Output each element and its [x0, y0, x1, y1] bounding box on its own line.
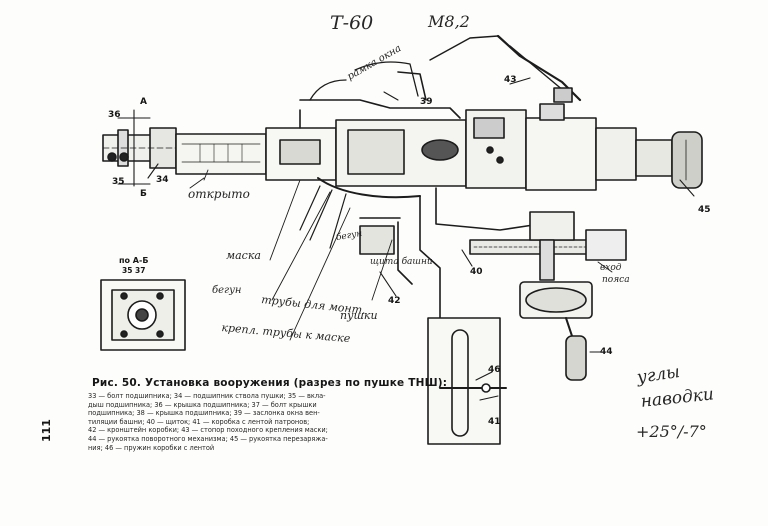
traveling-lock-strut: [429, 34, 582, 103]
cushion-note-1: вход: [600, 263, 622, 273]
legend-line: 42 — кронштейн коробки; 43 — стопор похо…: [88, 426, 328, 435]
model-handwriting: Т-60: [330, 12, 374, 34]
section-view-a-b: [100, 279, 186, 351]
gun-breech: [335, 103, 703, 191]
callout-35: 35: [112, 177, 125, 187]
figure-legend: 33 — болт подшипника; 34 — подшипник ств…: [88, 392, 408, 452]
legend-line: тиляции башни; 40 — щиток; 41 — коробка …: [88, 417, 310, 426]
turret-armor: [299, 61, 461, 249]
legend-line: 33 — болт подшипника; 34 — подшипник ств…: [88, 392, 326, 400]
callout-40: 40: [470, 267, 483, 277]
gun-code-handwriting: М8,2: [428, 12, 470, 31]
guns-note: пушки: [340, 309, 378, 322]
callout-41: 41: [488, 417, 501, 427]
callout-36: 36: [108, 110, 121, 120]
callout-46: 46: [488, 365, 501, 375]
callout-34: 34: [156, 175, 169, 185]
legend-line: подшипника; 38 — крышка подшипника; 39 —…: [88, 409, 320, 418]
sweep-note-1: бегун: [212, 285, 242, 296]
callout-42: 42: [388, 296, 401, 306]
section-mark-a: А: [140, 97, 147, 107]
callout-39: 39: [420, 97, 433, 107]
angle-values: +25°/-7°: [636, 422, 707, 441]
mask-note: маска: [226, 249, 261, 262]
section-view-label: по А-Б: [119, 256, 149, 265]
callout-43: 43: [504, 75, 517, 85]
figure-title: Рис. 50. Установка вооружения (разрез по…: [92, 377, 448, 389]
legend-line: дыш подшипника; 36 — крышка подшипника; …: [88, 400, 317, 409]
ammo-box: [427, 317, 507, 445]
legend-line: 44 — рукоятка поворотного механизма; 45 …: [88, 434, 328, 443]
callout-45: 45: [698, 205, 711, 215]
page-number: 111: [40, 419, 53, 442]
tower-sheet-note: щита башни: [370, 257, 433, 267]
section-mark-b: Б: [140, 189, 147, 199]
traverse-handle: [519, 281, 593, 381]
gun-barrel: [102, 127, 337, 181]
section-view-numbers: 35 37: [122, 266, 146, 275]
callout-44: 44: [600, 347, 613, 357]
leader-lines: [117, 77, 695, 401]
legend-line: ния; 46 — пружин коробки с лентой: [88, 443, 215, 452]
gun-mount: [359, 187, 627, 361]
open-note: открыто: [188, 187, 250, 201]
cushion-note-2: пояса: [602, 275, 630, 285]
